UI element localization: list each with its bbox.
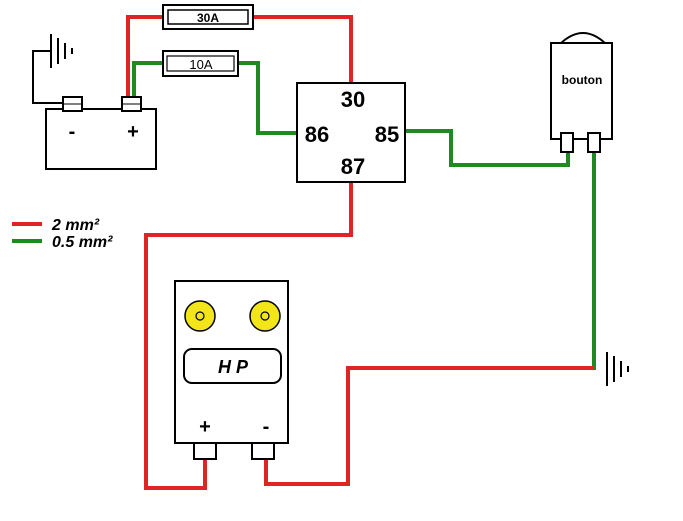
fuse-10a-label: 10A — [189, 57, 212, 72]
battery-plus-label: + — [127, 121, 139, 143]
horn-minus-label: - — [263, 416, 270, 438]
wire-fuse30-to-relay30 — [251, 15, 353, 85]
switch-terminal-left — [560, 132, 574, 153]
wire-relay85-to-switch — [403, 129, 570, 167]
wire-horn-minus-to-ground — [264, 366, 594, 486]
fuse-30a-label: 30A — [197, 11, 219, 25]
horn-speaker-left — [184, 300, 216, 332]
switch-label: bouton — [562, 73, 603, 87]
legend-thick-label: 2 mm² — [51, 217, 100, 234]
relay: 30 86 85 87 — [296, 82, 406, 183]
relay-pin-86: 86 — [305, 122, 329, 147]
ground-icon-switch — [606, 352, 629, 386]
wire-battery-minus-to-ground — [32, 50, 73, 104]
horn-terminal-plus — [193, 442, 217, 460]
wire-relay87-to-horn-plus — [144, 180, 353, 490]
horn-terminal-minus — [251, 442, 275, 460]
relay-pin-85: 85 — [375, 122, 399, 147]
battery: - + — [45, 96, 157, 170]
horn-label: H P — [218, 357, 249, 377]
wire-battery-to-fuse30 — [126, 15, 165, 100]
wire-fuse10-to-relay86 — [236, 61, 300, 135]
legend: 2 mm² 0.5 mm² — [12, 217, 113, 251]
fuse-30a: 30A — [162, 4, 254, 30]
wire-battery-to-fuse10 — [132, 61, 165, 100]
ground-icon-battery — [50, 34, 73, 68]
battery-minus-label: - — [69, 121, 76, 143]
horn-plus-label: + — [199, 416, 211, 438]
relay-pin-30: 30 — [341, 87, 365, 112]
fuse-10a: 10A — [162, 50, 239, 77]
relay-pin-87: 87 — [341, 154, 365, 179]
horn: H P + - — [174, 280, 289, 460]
switch-terminal-right — [587, 132, 601, 153]
legend-thin-label: 0.5 mm² — [52, 234, 113, 251]
horn-speaker-right — [249, 300, 281, 332]
switch: bouton — [550, 32, 613, 153]
